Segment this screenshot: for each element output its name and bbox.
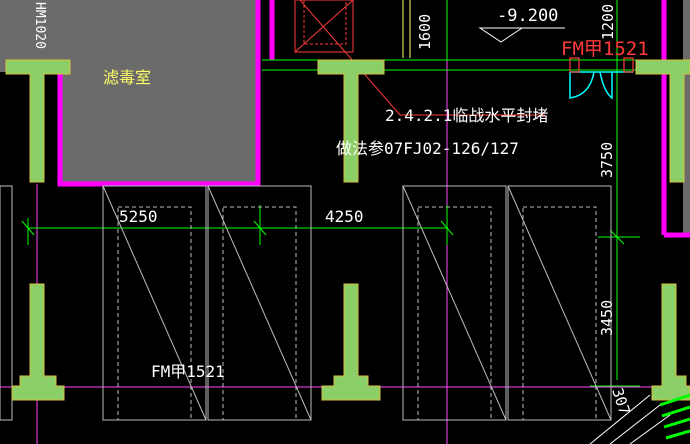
stair-corner-white <box>589 394 671 444</box>
dim-3750-text: 3750 <box>598 142 616 178</box>
column-top-right <box>635 59 690 183</box>
dim-3450-text: 3450 <box>598 300 616 336</box>
column-top-mid <box>317 59 385 183</box>
dim-5250-text: 5250 <box>119 207 158 226</box>
column-top-left <box>5 59 71 183</box>
column-bottom-mid <box>321 283 381 401</box>
elevation-marker <box>478 27 565 43</box>
column-bottom-left <box>11 283 65 401</box>
door-frame-red <box>569 57 634 73</box>
wall-code-text: HM1020 <box>32 2 47 49</box>
door-top-right-text: FM甲1521 <box>561 38 649 60</box>
filter-room-fill <box>0 0 258 182</box>
door-swing-cyan <box>569 71 633 100</box>
room-label-text: 滤毒室 <box>103 68 151 87</box>
top-hatch <box>294 0 354 53</box>
dim-top-right-text: 1200 <box>599 4 617 40</box>
top-wall-bits <box>402 0 411 58</box>
door-bottom-text: FM甲1521 <box>151 362 225 381</box>
dim-1600-text: 1600 <box>416 14 434 50</box>
columns <box>5 59 690 401</box>
note-line2-text: 做法参07FJ02-126/127 <box>336 139 519 158</box>
dim-4250-text: 4250 <box>325 207 364 226</box>
door-outlines <box>0 185 612 421</box>
column-bottom-right <box>651 283 690 401</box>
dim-corner-text: 307 <box>608 386 633 417</box>
note-leader <box>299 0 545 116</box>
walls-magenta <box>57 0 690 238</box>
stair-corner <box>659 393 690 440</box>
elevation-text: -9.200 <box>497 6 558 26</box>
note-line1-text: 2.4.2.1临战水平封堵 <box>385 106 548 125</box>
room-right-fill <box>683 0 690 235</box>
